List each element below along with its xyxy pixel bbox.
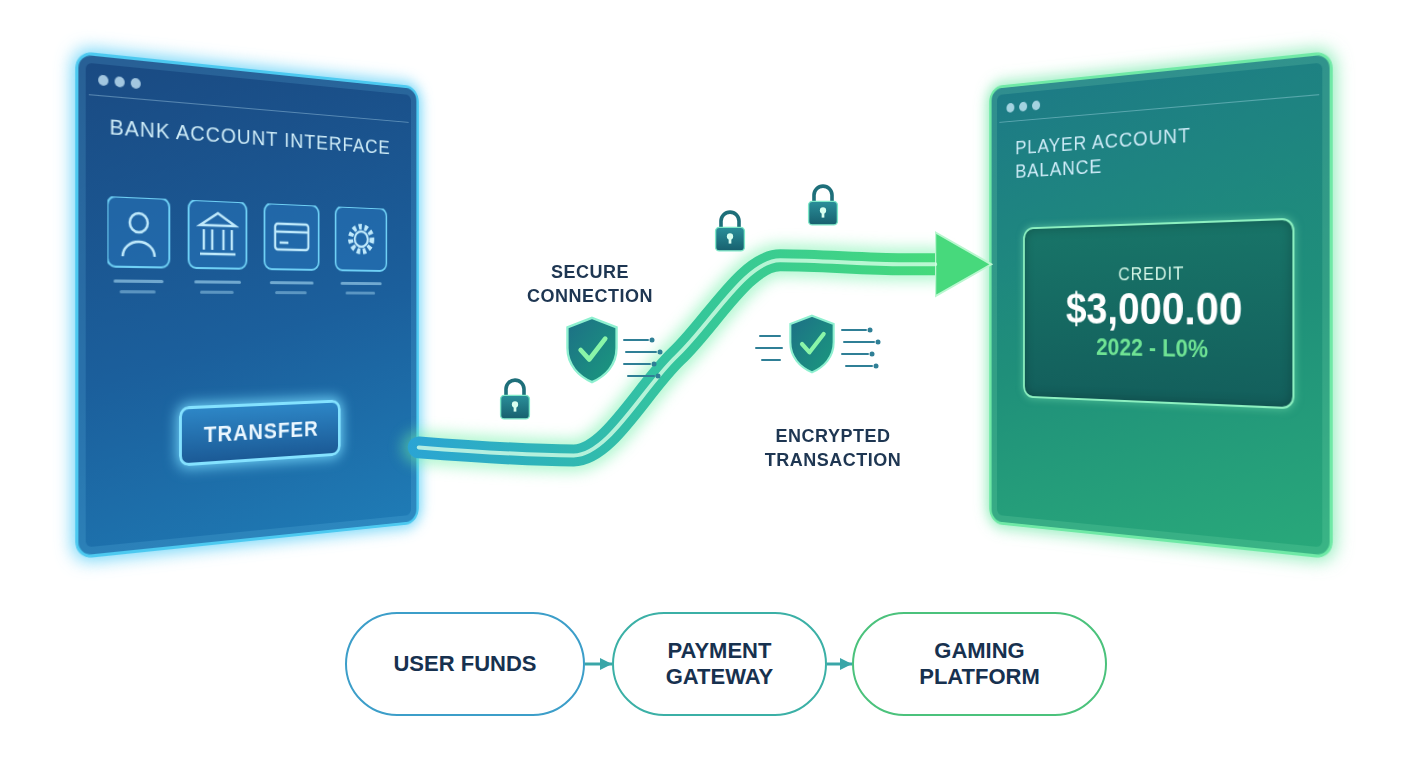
text-placeholder-line [200, 291, 234, 294]
speed-dots [650, 328, 881, 379]
flow-step-pill: PAYMENT GATEWAY [612, 612, 827, 716]
card-icon [275, 224, 308, 251]
connector-highlight-layer [419, 260, 936, 455]
shield-check-icon [790, 316, 833, 373]
step-label: GAMING PLATFORM [900, 638, 1060, 691]
text-placeholder-line [346, 292, 376, 295]
flow-step-pill: USER FUNDS [345, 612, 585, 716]
bank-window-panel: BANK ACCOUNT INTERFACE TRANSFER [75, 51, 419, 560]
padlock-icon [716, 212, 745, 251]
icon-tile [189, 200, 247, 294]
connector-highlight [419, 260, 936, 455]
flow-arrow [585, 663, 612, 666]
annotation-label: ENCRYPTED TRANSACTION [728, 424, 938, 473]
window-dot [115, 76, 125, 88]
text-placeholder-line [114, 279, 164, 283]
transfer-flow-arrow [419, 260, 936, 455]
gear-icon [351, 226, 372, 251]
text-placeholder-line [120, 290, 156, 293]
bank-icon [200, 213, 235, 255]
icon-tile [264, 203, 318, 294]
credit-box: CREDIT$3,000.002022 - L0% [1023, 218, 1294, 410]
icon-tile [107, 196, 169, 293]
account-icon-row [107, 196, 396, 313]
window-dots [1004, 96, 1052, 116]
window-dot [1006, 103, 1014, 113]
text-placeholder-line [270, 281, 314, 284]
window-dots [95, 71, 156, 94]
balance-window-panel: PLAYER ACCOUNT BALANCE CREDIT$3,000.00202… [989, 51, 1333, 560]
panel-title: PLAYER ACCOUNT BALANCE [1015, 113, 1298, 183]
text-placeholder-line [341, 282, 382, 285]
icon-frame [107, 196, 169, 267]
connector-main-layer [419, 260, 936, 664]
text-placeholder-line [275, 291, 306, 294]
icon-frame [336, 206, 387, 271]
text-placeholder-line [194, 280, 241, 284]
padlock-icon [809, 186, 838, 225]
padlock-icon [501, 380, 530, 419]
user-icon [130, 213, 148, 233]
balance-label: CREDIT [1118, 264, 1184, 286]
window-dot [1019, 102, 1027, 112]
window-dot [98, 75, 108, 87]
card-icon [275, 231, 308, 243]
icon-frame [264, 203, 318, 270]
step-label: PAYMENT GATEWAY [640, 638, 800, 691]
speed-dashes [624, 330, 874, 376]
panel-title: BANK ACCOUNT INTERFACE [109, 113, 392, 159]
icon-frame [189, 200, 247, 269]
button-label: TRANSFER [204, 416, 319, 448]
annotation-label: SECURE CONNECTION [515, 260, 665, 309]
shield-check-icon [567, 318, 616, 382]
user-icon [123, 241, 155, 257]
transfer-button: TRANSFER [179, 399, 341, 466]
connector-glow-layer [419, 260, 936, 455]
window-dot [1032, 100, 1040, 110]
gear-icon [355, 231, 368, 247]
title-bar-rule [999, 94, 1319, 123]
window-dot [131, 78, 141, 89]
connector-glow [419, 260, 936, 455]
icon-tile [336, 206, 387, 294]
flow-step-pill: GAMING PLATFORM [852, 612, 1107, 716]
balance-note: 2022 - L0% [1096, 333, 1208, 363]
balance-amount: $3,000.00 [1066, 284, 1243, 334]
flow-arrow [827, 663, 852, 666]
step-label: USER FUNDS [393, 651, 536, 677]
